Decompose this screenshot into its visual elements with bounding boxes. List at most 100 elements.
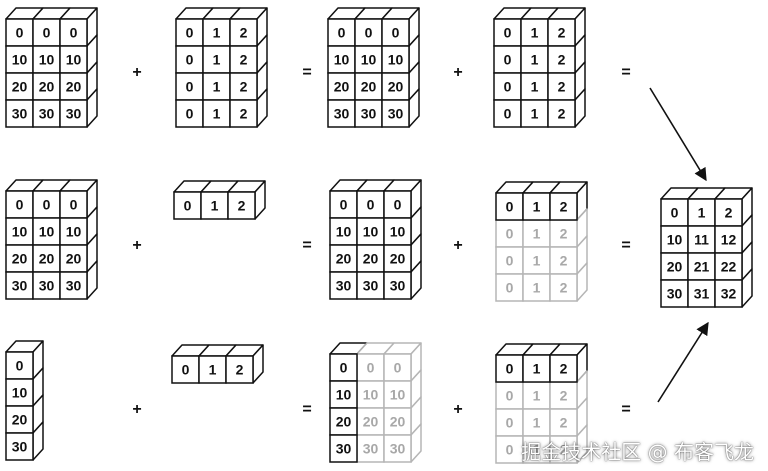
array-cell: 0: [495, 408, 524, 437]
equals-sign: =: [621, 401, 630, 418]
array-cell: 30: [383, 271, 412, 300]
array-cell: 20: [32, 72, 61, 101]
cell-value: 1: [698, 205, 706, 221]
array-cell: 0: [5, 351, 34, 380]
cell-value: 20: [334, 79, 350, 95]
cell-face: [714, 225, 743, 254]
cell-value: 2: [240, 106, 248, 122]
cell-value: 0: [504, 106, 512, 122]
array-cell: 10: [59, 45, 88, 74]
array-cell: 20: [329, 244, 358, 273]
cell-value: 20: [12, 251, 28, 267]
array-cell: 0: [493, 45, 522, 74]
array-cell: 30: [356, 271, 385, 300]
array-cell: 10: [329, 380, 358, 409]
cell-face: [5, 271, 34, 300]
array-cell: 11: [687, 225, 716, 254]
cell-face: [32, 18, 61, 47]
array-cell: 2: [229, 45, 258, 74]
cell-face: [549, 435, 578, 464]
cell-face: [495, 435, 524, 464]
array-cell: 1: [522, 381, 551, 410]
array-cell: 20: [329, 407, 358, 436]
array-cell: 1: [520, 45, 549, 74]
cell-value: 2: [236, 362, 244, 378]
cell-face: [329, 407, 358, 436]
cell-face: [354, 45, 383, 74]
cell-value: 20: [12, 412, 28, 428]
cell-value: 2: [558, 106, 566, 122]
array-cell: 0: [493, 72, 522, 101]
array-cell: 30: [660, 279, 689, 308]
cell-value: 2: [240, 52, 248, 68]
array-cell: 0: [5, 18, 34, 47]
array-cell: 0: [329, 190, 358, 219]
cell-value: 10: [334, 52, 350, 68]
cell-value: 0: [367, 360, 375, 376]
cell-value: 21: [694, 259, 710, 275]
array-cell: 0: [173, 191, 202, 220]
cell-value: 2: [240, 79, 248, 95]
array-cell: 1: [202, 99, 231, 128]
cell-value: 32: [721, 286, 737, 302]
cell-value: 0: [184, 198, 192, 214]
cell-value: 20: [12, 79, 28, 95]
cell-value: 20: [66, 79, 82, 95]
cell-face: [327, 18, 356, 47]
cell-value: 1: [531, 106, 539, 122]
cell-value: 0: [504, 52, 512, 68]
cell-value: 10: [390, 387, 406, 403]
cell-face: [549, 273, 578, 302]
cell-face: [356, 434, 385, 463]
arrows: [649, 87, 709, 403]
cell-value: 2: [560, 226, 568, 242]
arrow-to-result-bottom: [657, 321, 709, 403]
cell-value: 10: [66, 224, 82, 240]
array-cell: 0: [495, 381, 524, 410]
cell-face: [229, 99, 258, 128]
cell-value: 10: [336, 224, 352, 240]
array-cell: 20: [383, 244, 412, 273]
cell-value: 30: [388, 106, 404, 122]
array-cell: 2: [547, 72, 576, 101]
array-cell: 0: [329, 353, 358, 382]
array-cell: 21: [687, 252, 716, 281]
cell-face: [356, 244, 385, 273]
array-cell: 30: [381, 99, 410, 128]
array-cell: 31: [687, 279, 716, 308]
array-cell: 20: [59, 244, 88, 273]
array-cell: 10: [327, 45, 356, 74]
cell-face: [549, 354, 578, 383]
array-cell: 1: [520, 72, 549, 101]
cell-face: [547, 99, 576, 128]
cell-value: 12: [721, 232, 737, 248]
cell-value: 1: [533, 361, 541, 377]
cell-face: [687, 279, 716, 308]
cell-value: 1: [533, 415, 541, 431]
cell-value: 0: [506, 253, 514, 269]
array-cell: 12: [714, 225, 743, 254]
cell-face: [5, 432, 34, 461]
cell-value: 20: [39, 251, 55, 267]
array-cell: 2: [225, 355, 254, 384]
cell-face: [329, 353, 358, 382]
cell-face: [381, 99, 410, 128]
array-cell: 30: [327, 99, 356, 128]
cell-face: [5, 72, 34, 101]
cell-value: 1: [213, 106, 221, 122]
array-cell: 1: [520, 18, 549, 47]
array-cell: 20: [356, 407, 385, 436]
array-cell: 0: [493, 99, 522, 128]
cell-face: [225, 355, 254, 384]
cell-value: 20: [66, 251, 82, 267]
array-cell: 20: [354, 72, 383, 101]
cell-value: 1: [531, 79, 539, 95]
cell-face: [493, 99, 522, 128]
array-cell: 30: [329, 271, 358, 300]
cell-value: 10: [363, 224, 379, 240]
cell-value: 20: [390, 251, 406, 267]
cell-value: 10: [390, 224, 406, 240]
cell-value: 20: [667, 259, 683, 275]
